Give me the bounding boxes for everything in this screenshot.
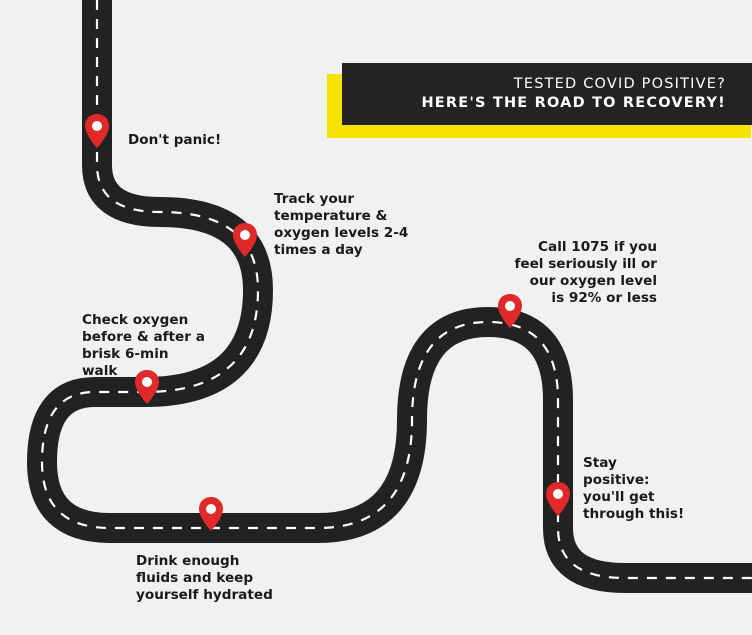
map-pin-icon — [199, 497, 223, 531]
banner-line-1: TESTED COVID POSITIVE? — [513, 76, 726, 92]
map-pin-icon — [85, 114, 109, 148]
map-pin-icon — [233, 223, 257, 257]
map-pin-icon — [546, 482, 570, 516]
map-pin-icon — [135, 370, 159, 404]
map-pin-icon — [498, 294, 522, 328]
step-check-oxygen: Check oxygen before & after a brisk 6-mi… — [82, 312, 205, 379]
step-drink-fluids: Drink enough fluids and keep yourself hy… — [136, 553, 273, 603]
step-dont-panic: Don't panic! — [128, 132, 222, 148]
step-stay-positive: Stay positive: you'll get through this! — [583, 455, 685, 522]
title-banner: TESTED COVID POSITIVE? HERE'S THE ROAD T… — [342, 63, 752, 125]
step-call-helpline: Call 1075 if you feel seriously ill or o… — [514, 239, 657, 306]
step-track-temperature: Track your temperature & oxygen levels 2… — [274, 191, 409, 258]
banner-line-2: HERE'S THE ROAD TO RECOVERY! — [421, 95, 726, 111]
